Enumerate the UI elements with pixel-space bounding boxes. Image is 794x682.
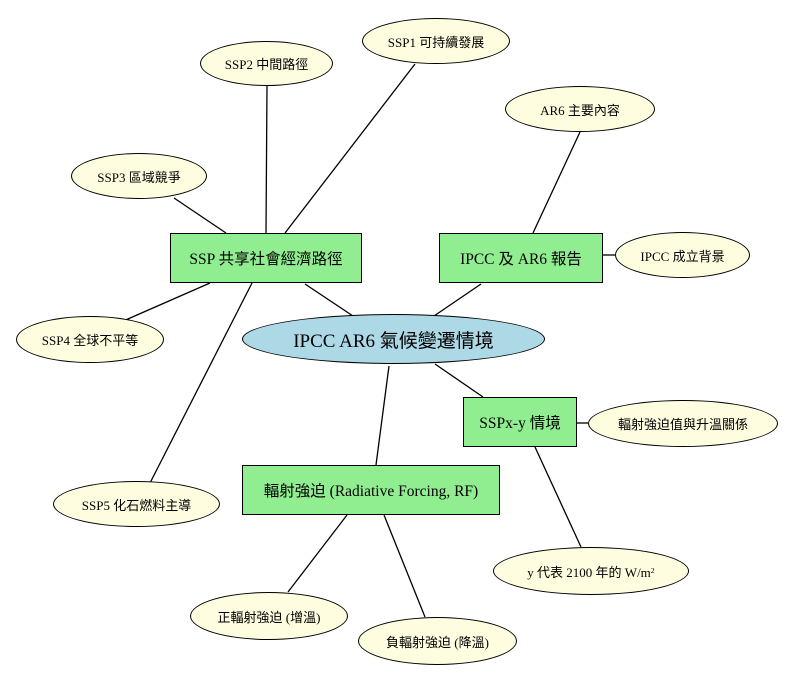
- connector-line: [265, 85, 268, 234]
- connector-line: [284, 63, 416, 234]
- center-node: IPCC AR6 氣候變遷情境: [242, 314, 545, 364]
- connector-line: [532, 131, 581, 234]
- rf-temperature-relation-node: 輻射強迫值與升溫關係: [588, 400, 778, 447]
- ar6-content-node: AR6 主要內容: [505, 86, 655, 132]
- sspxy-node: SSPx-y 情境: [463, 397, 577, 447]
- connector-line: [434, 363, 484, 398]
- ssp4-node: SSP4 全球不平等: [16, 316, 164, 363]
- connector-line: [287, 514, 348, 593]
- connector-line: [383, 514, 426, 618]
- connector-line: [375, 365, 390, 466]
- ssp1-node: SSP1 可持續發展: [362, 18, 510, 64]
- connector-line: [149, 282, 253, 484]
- ipcc-background-node: IPCC 成立背景: [615, 232, 750, 278]
- negative-rf-node: 負輻射強迫 (降溫): [358, 617, 517, 665]
- ssp-main-node: SSP 共享社會經濟路徑: [170, 233, 362, 283]
- y-meaning-text: y 代表 2100 年的 W/m: [527, 564, 651, 580]
- connector-line: [433, 283, 482, 317]
- positive-rf-node: 正輻射強迫 (增溫): [190, 592, 348, 640]
- connector-line: [304, 283, 354, 317]
- connector-line: [534, 446, 582, 548]
- connector-line: [120, 282, 211, 323]
- ssp3-node: SSP3 區域競爭: [71, 153, 207, 199]
- radiative-forcing-node: 輻射強迫 (Radiative Forcing, RF): [242, 465, 500, 515]
- connector-line: [173, 197, 227, 234]
- ipcc-ar6-node: IPCC 及 AR6 報告: [439, 233, 603, 283]
- ssp5-node: SSP5 化石燃料主導: [53, 481, 220, 527]
- ssp2-node: SSP2 中間路徑: [200, 41, 333, 86]
